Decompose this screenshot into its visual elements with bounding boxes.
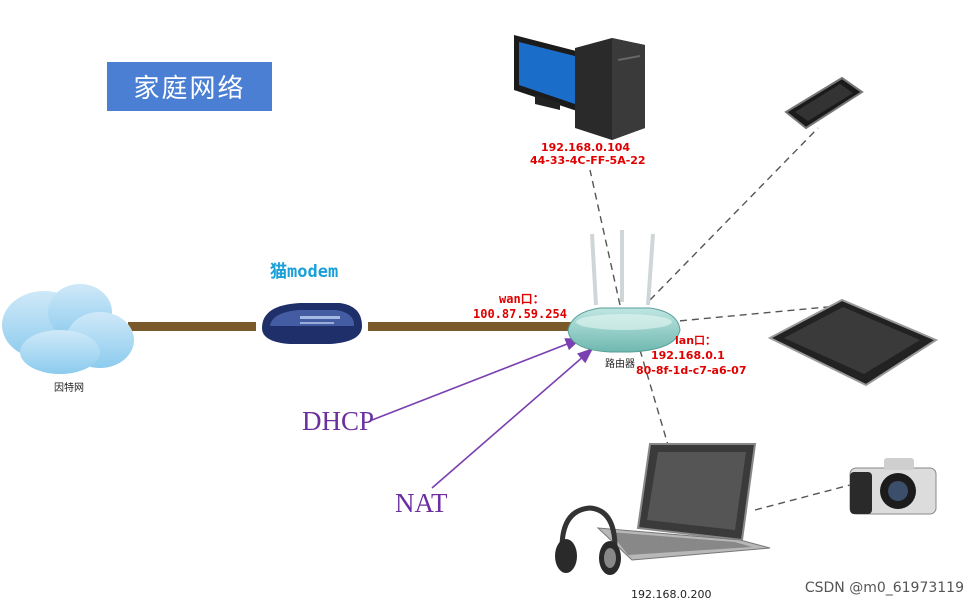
cable-internet-modem bbox=[128, 322, 256, 331]
laptop-icon bbox=[596, 443, 771, 561]
dhcp-label: DHCP bbox=[302, 406, 375, 436]
tablet-icon bbox=[767, 298, 939, 387]
modem-label: 猫modem bbox=[270, 262, 339, 282]
nat-label: NAT bbox=[395, 488, 448, 518]
lan-port-label: lan口： bbox=[675, 334, 717, 347]
watermark: CSDN @m0_61973119 bbox=[804, 580, 964, 596]
dhcp-arrow bbox=[371, 338, 582, 421]
router-icon bbox=[567, 230, 681, 353]
link-router-phone bbox=[649, 127, 819, 301]
wan-ip: 100.87.59.254 bbox=[473, 307, 567, 321]
router-label: 路由器 bbox=[605, 359, 635, 370]
modem-icon bbox=[262, 303, 362, 344]
cable-modem-router bbox=[368, 322, 580, 331]
camera-icon bbox=[849, 458, 937, 515]
lan-mac: 80-8f-1d-c7-a6-07 bbox=[636, 364, 747, 377]
wan-port-label: wan口： bbox=[499, 292, 545, 306]
desktop-mac: 44-33-4C-FF-5A-22 bbox=[530, 154, 646, 167]
smartphone-icon bbox=[784, 76, 864, 130]
link-laptop-camera bbox=[754, 484, 851, 511]
laptop-ip: 192.168.0.200 bbox=[631, 588, 712, 601]
link-router-laptop bbox=[639, 349, 669, 446]
link-router-tablet bbox=[667, 304, 849, 323]
headphones-icon bbox=[555, 505, 621, 575]
lan-ip: 192.168.0.1 bbox=[651, 349, 725, 362]
desktop-ip: 192.168.0.104 bbox=[541, 141, 631, 154]
internet-cloud-icon bbox=[2, 284, 134, 374]
nat-arrow bbox=[431, 347, 594, 489]
desktop-computer-icon bbox=[514, 35, 645, 140]
diagram-title: 家庭网络 bbox=[107, 62, 272, 111]
internet-label: 因特网 bbox=[54, 383, 84, 394]
